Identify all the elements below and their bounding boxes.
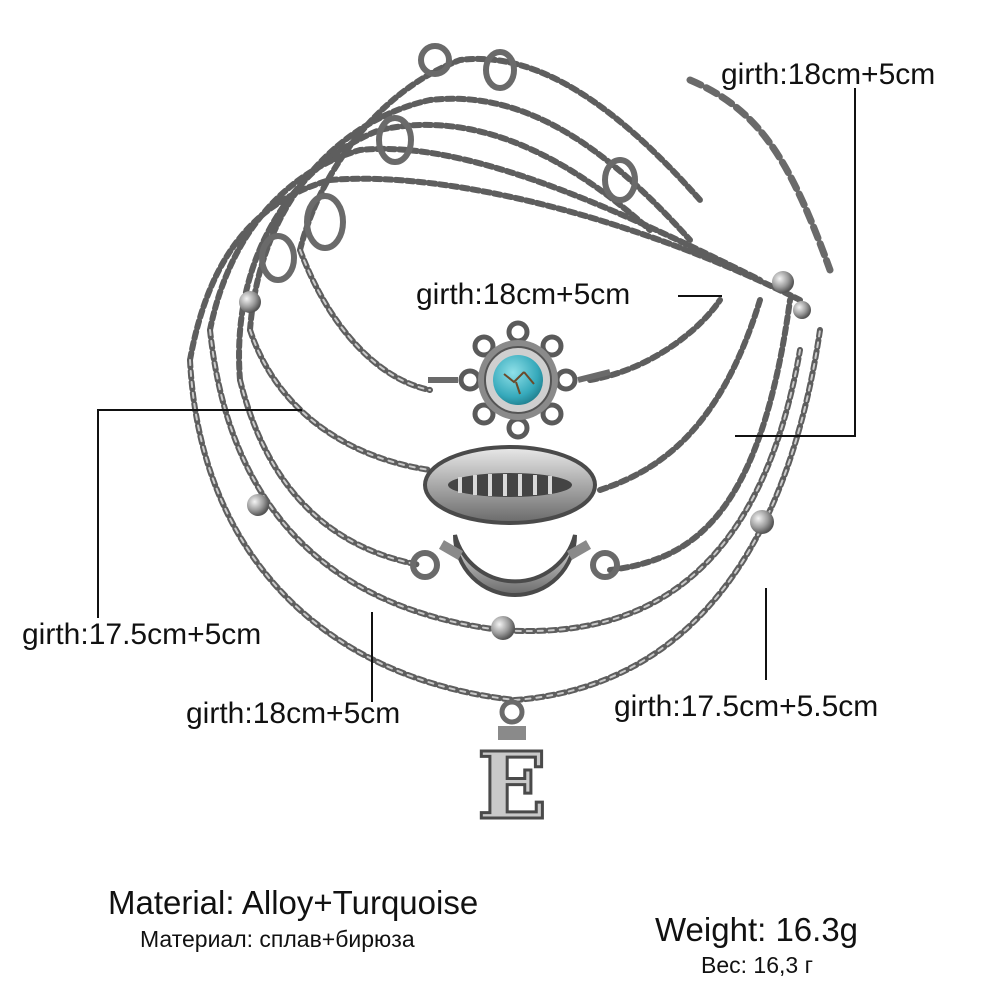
chain-top-1 [297,55,703,253]
lobster-clasp [602,157,638,203]
chain-1 [297,247,433,393]
lobster-clasp [259,233,297,283]
girth-label-bottom-right: girth:17.5cm+5.5cm [614,690,879,723]
bead [491,616,515,640]
bead-group [239,271,811,640]
turquoise-stone-charm-icon [428,320,611,440]
extension-chain [686,76,834,274]
pendant-letter: E [477,732,547,840]
letter-pendant-icon: E [475,699,549,842]
callout-lines [97,88,856,702]
chain-top-5 [187,175,803,363]
chain-3 [237,377,423,568]
callout-line-top-right [735,88,856,437]
chain-2b [597,297,763,493]
callout-line-left [97,409,302,618]
girth-label-left: girth:17.5cm+5cm [22,618,262,651]
weight-label-ru: Вес: 16,3 г [701,952,813,978]
material-label-ru: Материал: сплав+бирюза [140,926,415,952]
material-label: Material: Alloy+Turquoise [108,884,479,921]
weight-label: Weight: 16.3g [655,911,859,948]
girth-label-middle: girth:18cm+5cm [416,278,631,311]
chain-top-2 [247,95,693,333]
lobster-clasp [376,115,414,165]
chain-group [187,55,834,704]
bead [750,510,774,534]
girth-label-top-right: girth:18cm+5cm [721,58,936,91]
jump-ring [418,43,452,77]
chain-3b [607,297,793,573]
chain-2 [247,327,433,473]
chain-1b [587,297,723,383]
bead [247,494,269,516]
cowrie-shell-charm-icon [423,445,597,525]
bead [793,301,811,319]
chain-top-4 [207,146,763,333]
girth-label-bottom-mid: girth:18cm+5cm [186,697,401,730]
bead [239,291,261,313]
clasp-group [259,43,638,283]
crescent-moon-charm-icon [410,534,620,597]
bead [772,271,794,293]
lobster-clasp [483,49,517,91]
lobster-clasp [304,193,346,251]
